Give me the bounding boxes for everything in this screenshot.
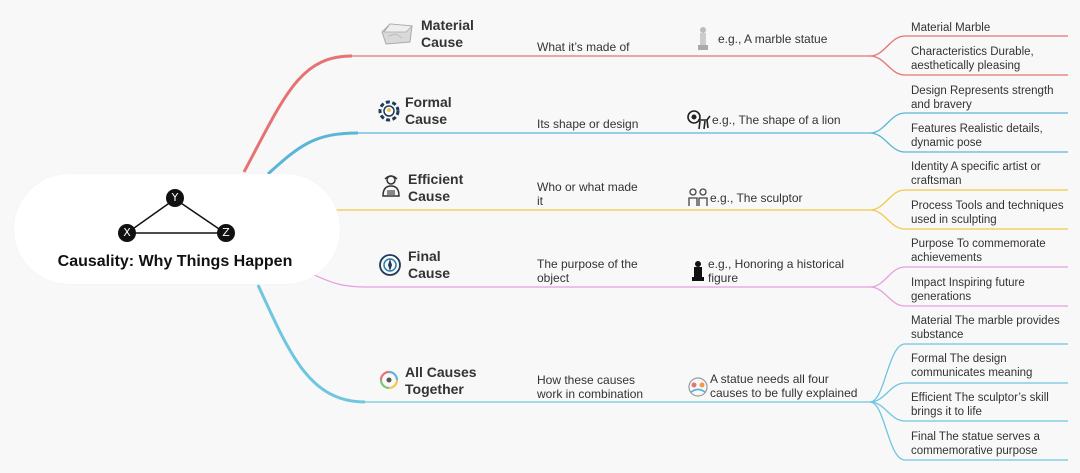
cause-title-efficient[interactable]: Efficient Cause <box>408 171 464 204</box>
detail-item: Features Realistic details, dynamic pose <box>911 123 1043 149</box>
branch-line-material <box>242 54 353 173</box>
detail-line-material <box>869 55 1068 76</box>
branch-line-formal <box>266 131 359 176</box>
example-text: e.g., Honoring a historical figure <box>708 257 845 285</box>
example-text: e.g., A marble statue <box>718 32 828 46</box>
detail-item: Impact Inspiring future generations <box>911 277 1025 303</box>
cause-title-formal[interactable]: Formal Cause <box>405 94 452 127</box>
statue-icon <box>698 27 708 50</box>
cycle-arrows-icon <box>379 370 399 390</box>
detail-item: Final The statue serves a commemorative … <box>911 431 1040 457</box>
people-icon <box>688 188 708 206</box>
causal-graph-icon <box>126 198 226 234</box>
cause-description: Its shape or design <box>537 117 639 131</box>
example-text: e.g., The shape of a lion <box>712 113 841 127</box>
detail-line-all <box>869 382 1068 403</box>
detail-line-final <box>869 266 1068 288</box>
detail-line-efficient <box>869 209 1068 230</box>
detail-line-all <box>869 401 1068 422</box>
detail-line-formal <box>869 112 1068 134</box>
detail-item: Efficient The sculptor’s skill brings it… <box>911 392 1049 418</box>
branch-line-all <box>256 284 366 404</box>
cause-description: The purpose of the object <box>537 257 638 285</box>
cause-title-material[interactable]: Material Cause <box>421 17 474 50</box>
detail-item: Characteristics Durable, aesthetically p… <box>911 46 1034 72</box>
detail-line-all <box>869 343 1068 403</box>
graph-node-z: Z <box>217 224 235 242</box>
example-text: e.g., The sculptor <box>710 191 803 205</box>
lion-icon <box>687 110 711 130</box>
detail-line-formal <box>869 132 1068 153</box>
detail-item: Material Marble <box>911 22 991 34</box>
sculptor-icon <box>382 175 400 197</box>
branch-line-final <box>311 273 366 288</box>
detail-item: Process Tools and techniques used in scu… <box>911 200 1064 226</box>
collaboration-icon <box>688 377 708 397</box>
root-title: Causality: Why Things Happen <box>57 253 293 270</box>
example-text: A statue needs all four causes to be ful… <box>710 372 858 400</box>
detail-line-material <box>869 35 1068 57</box>
marble-block-icon <box>381 23 413 45</box>
cause-description: How these causes work in combination <box>537 373 644 401</box>
detail-item: Material The marble provides substance <box>911 315 1060 341</box>
detail-line-all <box>869 401 1068 461</box>
detail-item: Design Represents strength and bravery <box>911 85 1054 111</box>
cause-title-all-causes[interactable]: All Causes Together <box>405 364 477 397</box>
target-icon <box>379 254 401 276</box>
detail-item: Purpose To commemorate achievements <box>911 238 1046 264</box>
detail-item: Identity A specific artist or craftsman <box>911 161 1041 187</box>
cause-description: What it’s made of <box>537 40 630 54</box>
graph-node-y: Y <box>166 189 184 207</box>
detail-line-final <box>869 286 1068 307</box>
cause-title-final[interactable]: Final Cause <box>408 248 451 281</box>
detail-line-efficient <box>869 189 1068 211</box>
cause-description: Who or what made it <box>537 180 638 208</box>
monument-icon <box>692 261 704 281</box>
detail-item: Formal The design communicates meaning <box>911 353 1033 379</box>
graph-node-x: X <box>118 224 136 242</box>
gear-bulb-icon <box>378 100 400 122</box>
